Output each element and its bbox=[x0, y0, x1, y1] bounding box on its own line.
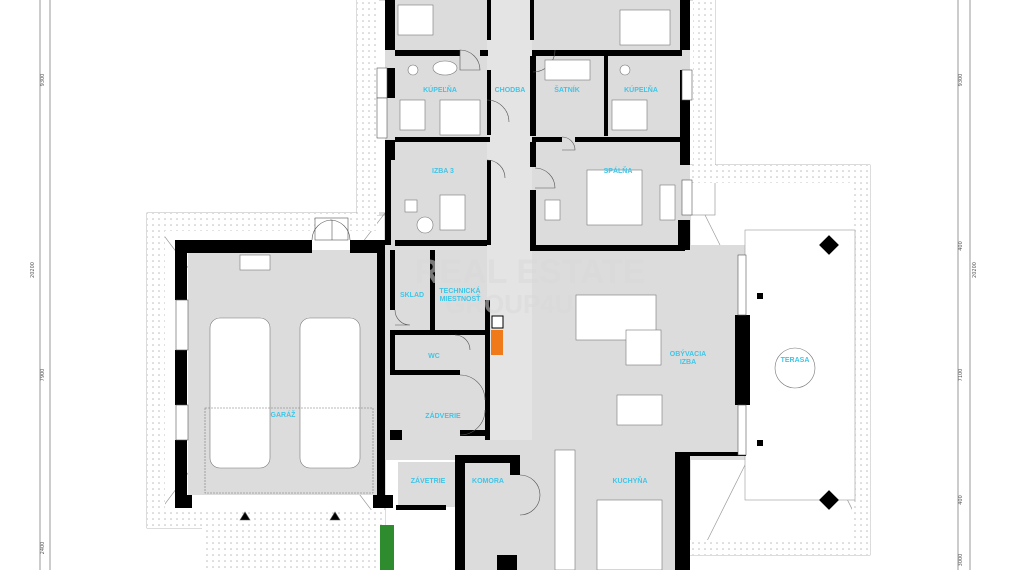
room-label-spalna: SPÁLŇA bbox=[604, 166, 633, 175]
room-label-zavetrie: ZÁVETRIE bbox=[411, 476, 446, 485]
dim-left-3: 7900 bbox=[40, 369, 46, 382]
room-label-terasa: TERASA bbox=[781, 357, 810, 364]
dim-left-2: 20200 bbox=[30, 262, 36, 278]
windows bbox=[175, 67, 747, 456]
dim-right-2: 20200 bbox=[972, 262, 978, 278]
dim-right-1: 9300 bbox=[958, 74, 964, 87]
dim-right-4: 3000 bbox=[958, 554, 964, 567]
room-label-technicka-2: MIESTNOSŤ bbox=[440, 294, 482, 303]
roof-overhang bbox=[147, 0, 870, 570]
room-label-technicka-1: TECHNICKÁ bbox=[439, 286, 480, 295]
corridor bbox=[487, 0, 532, 440]
room-label-sklad: SKLAD bbox=[400, 292, 424, 299]
room-label-kupelna-right: KÚPEĽŇA bbox=[624, 85, 658, 94]
walls bbox=[175, 0, 750, 570]
dim-left-4: 2400 bbox=[40, 542, 46, 555]
boiler-unit bbox=[491, 315, 504, 329]
dim-left-1: 9300 bbox=[40, 74, 46, 87]
room-label-kuchyna: KUCHYŇA bbox=[613, 476, 648, 485]
room-label-komora: KOMORA bbox=[472, 478, 504, 485]
boiler bbox=[491, 330, 503, 355]
dim-right-inner-1: 400 bbox=[958, 241, 964, 251]
dim-right-inner-2: 400 bbox=[958, 495, 964, 505]
furniture bbox=[204, 4, 816, 570]
room-label-chodba: CHODBA bbox=[495, 87, 526, 94]
room-label-obyvacia-1: OBÝVACIA bbox=[670, 349, 706, 358]
room-label-obyvacia-2: IZBA bbox=[680, 359, 696, 366]
watermark-line1: REAL ESTATE bbox=[415, 253, 645, 291]
watermark-line2: GROUP4U bbox=[445, 289, 574, 319]
room-label-garaz: GARÁŽ bbox=[271, 410, 297, 419]
dim-right-3: 7100 bbox=[958, 369, 964, 382]
planter bbox=[380, 525, 394, 570]
room-label-satnik: ŠATNÍK bbox=[554, 85, 580, 94]
room-label-zadverie: ZÁDVERIE bbox=[425, 411, 461, 420]
room-label-kupelna-left: KÚPEĽŇA bbox=[423, 85, 457, 94]
room-label-wc: WC bbox=[428, 353, 440, 360]
dimension-lines bbox=[39, 0, 971, 570]
room-label-izba3: IZBA 3 bbox=[432, 168, 454, 175]
doors bbox=[239, 49, 576, 521]
